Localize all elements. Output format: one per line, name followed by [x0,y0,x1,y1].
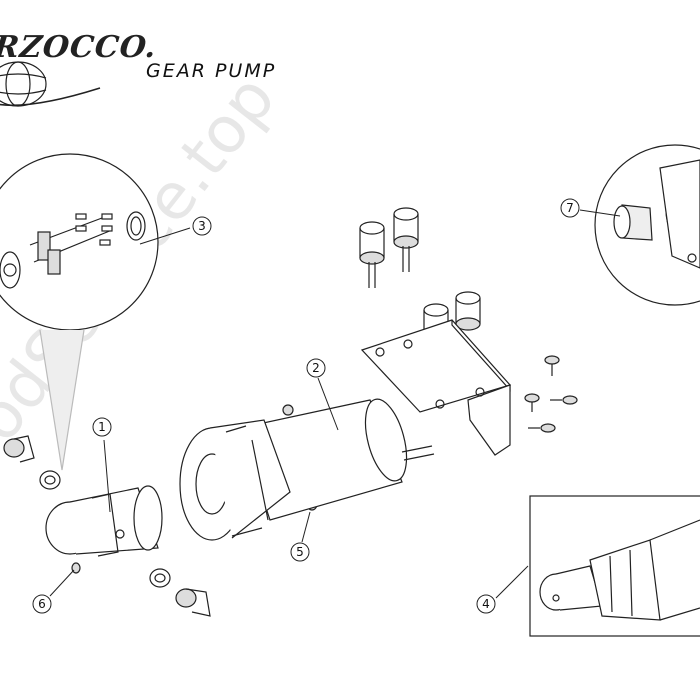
detail-circle-seal-flange [594,144,700,306]
mounting-bracket [360,319,512,456]
callout-7: 7 [566,201,574,215]
fitting-parts [3,435,211,617]
pump-head [45,485,163,557]
logo-globe-icon [0,61,101,107]
callout-1: 1 [98,420,106,434]
detail-circle-gear-assembly [0,153,159,471]
inset-assembly-view [529,495,700,637]
motor-body [179,398,435,541]
diagram-title: GEAR PUMP [146,60,277,82]
callout-5: 5 [296,545,304,559]
callout-6: 6 [38,597,46,611]
callout-2: 2 [312,361,320,375]
callout-3: 3 [198,219,206,233]
callout-4: 4 [482,597,490,611]
